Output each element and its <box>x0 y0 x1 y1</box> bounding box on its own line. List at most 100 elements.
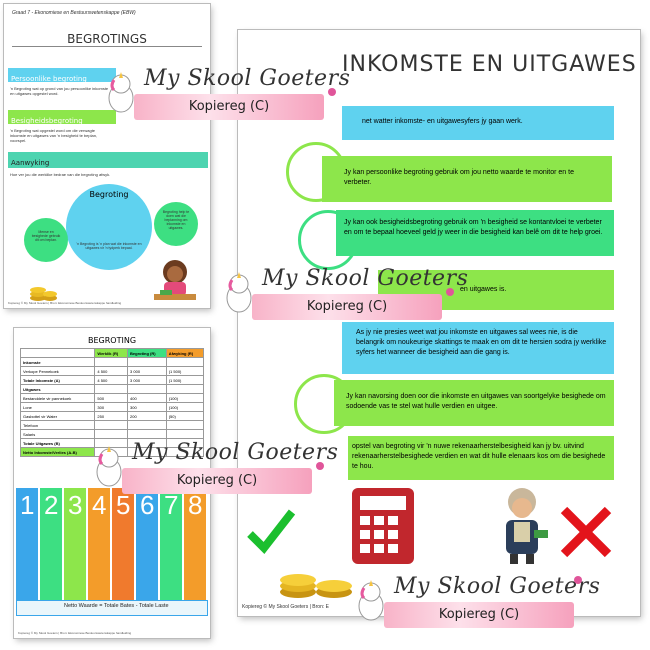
table-cell: Telefoon <box>19 420 96 430</box>
banner-title: My Skool Goeters <box>144 66 351 91</box>
table-header: Afwyking (R) <box>165 348 205 358</box>
page2-footer: Kopiereg © My Skool Goeters | Bron: E <box>242 604 329 610</box>
flower-icon <box>316 462 324 470</box>
section-text: 'n Begroting wat op grond van jou persoo… <box>10 86 109 96</box>
table-header <box>19 348 96 358</box>
banner-title: My Skool Goeters <box>262 266 469 291</box>
number-strips: 1 2 3 4 5 6 7 8 Netto Waarde = Totale Ba… <box>14 488 210 622</box>
table-cell: Verkope Pennekoek <box>19 366 96 376</box>
table-cell: 4 500 <box>94 375 129 385</box>
strip-number: 8 <box>188 490 203 520</box>
strip-bottom-text: Netto Waarde = Totale Bates - Totale Las… <box>64 603 169 609</box>
left-bubble-text: Mense en besighede gebruik dit om beplan… <box>31 230 61 242</box>
banner-ribbon-text: Kopiereg (C) <box>188 99 270 114</box>
table-cell: Totale Inkomste (A) <box>19 375 96 385</box>
section-heading: Aanwyking <box>11 159 50 167</box>
table-cell: 250 <box>94 411 129 421</box>
worksheet-begrotings: Graad 7 - Ekonomiese en Bestuurswetenska… <box>4 4 210 308</box>
title-rule <box>12 46 202 47</box>
left-bubble <box>24 218 68 262</box>
table-cell: 4 500 <box>94 366 129 376</box>
strip-number: 4 <box>92 490 107 520</box>
old-lady-icon <box>506 488 548 564</box>
table-row: Telefoon <box>19 420 205 430</box>
strip <box>184 488 206 608</box>
section-text: Hoe ver jou die werklike bedrae van die … <box>10 172 111 177</box>
section-heading: Besigheidsbegroting <box>11 117 83 125</box>
strip <box>160 488 182 608</box>
checkmark-icon <box>247 509 296 555</box>
flow-text: Jy kan persoonlike begroting gebruik om … <box>344 169 574 186</box>
table-cell: (1 500) <box>165 375 205 385</box>
table-cell: Bestanddele vir pannekoek <box>19 393 96 403</box>
table-cell: Totale Uitgawes (B) <box>19 438 96 448</box>
unicorn-icon <box>96 446 122 487</box>
table-cell: Uitgawes <box>19 384 96 394</box>
copyright-banner: My Skool Goeters Kopiereg (C) <box>222 262 468 332</box>
flow-text: Jy kan ook besigheidsbegroting gebruik o… <box>344 219 603 236</box>
strip-number: 5 <box>116 490 131 520</box>
flow-row: Jy kan ook besigheidsbegroting gebruik o… <box>336 210 614 256</box>
strip-number: 3 <box>68 490 83 520</box>
table-cell <box>165 447 205 457</box>
unicorn-icon <box>108 72 134 113</box>
strip-bottom-bar <box>16 600 208 616</box>
center-title: Begroting <box>89 190 129 199</box>
table-cell <box>127 357 167 367</box>
banner-ribbon: Kopiereg (C) <box>252 294 442 320</box>
flow-row: Jy kan persoonlike begroting gebruik om … <box>322 156 612 202</box>
unicorn-icon <box>358 580 384 621</box>
table-cell <box>127 384 167 394</box>
table-cell: (50) <box>165 411 205 421</box>
table-cell: Salaris <box>19 429 96 439</box>
strip-number: 7 <box>164 490 179 520</box>
table-cell: (100) <box>165 402 205 412</box>
section-persoonlike: Persoonlike begroting <box>8 68 116 83</box>
table-cell: Netto Inkomste/Verlies (A-B) <box>19 447 96 457</box>
banner-ribbon-text: Kopiereg (C) <box>306 299 388 314</box>
copyright-banner: My Skool Goeters Kopiereg (C) <box>354 570 600 640</box>
table-cell: (1 500) <box>165 366 205 376</box>
table-cell: 200 <box>127 411 167 421</box>
unicorn-icon <box>226 272 252 313</box>
table-cell: 400 <box>127 393 167 403</box>
calculator-icon <box>352 488 414 564</box>
center-text: 'n Begroting is 'n plan wat die inkomste… <box>76 242 142 250</box>
strip <box>64 488 86 608</box>
worksheet-inkomste-uitgawes: INKOMSTE EN UITGAWES net watter inkomste… <box>238 30 640 616</box>
table-cell <box>127 420 167 430</box>
flow-row: opstel van begroting vir 'n nuwe rekenaa… <box>348 436 614 480</box>
strip <box>88 488 110 608</box>
banner-ribbon: Kopiereg (C) <box>134 94 324 120</box>
table-cell <box>165 420 205 430</box>
table-cell: (100) <box>165 393 205 403</box>
center-bubble <box>66 184 152 270</box>
section-afwyking: Aanwyking <box>8 152 208 168</box>
girl-counting-money-icon <box>154 260 196 300</box>
right-bubble-text: Begroting help te doen wat die beplannin… <box>162 210 190 230</box>
flow-text: en uitgawes is. <box>460 286 507 293</box>
section-text: 'n Begroting wat opgestel word om die ve… <box>10 128 98 143</box>
table-cell: 300 <box>127 402 167 412</box>
table-cell: Gasbottel vir Water <box>19 411 96 421</box>
banner-title: My Skool Goeters <box>394 574 601 599</box>
strip-number: 2 <box>44 490 59 520</box>
page3-title: BEGROTING <box>87 336 137 345</box>
banner-ribbon-text: Kopiereg (C) <box>176 473 258 488</box>
strip-number: 1 <box>20 490 35 520</box>
flow-text: opstel van begroting vir 'n nuwe rekenaa… <box>352 443 606 470</box>
banner-ribbon-text: Kopiereg (C) <box>438 607 520 622</box>
table-cell <box>94 420 129 430</box>
table-cell: 500 <box>94 393 129 403</box>
page1-footer: Kopiereg © My Skool Goeters | Bron: Ekon… <box>8 301 122 305</box>
copyright-banner: My Skool Goeters Kopiereg (C) <box>92 436 338 506</box>
flow-row: Jy kan navorsing doen oor die inkomste e… <box>334 380 614 426</box>
table-header: Werklik (R) <box>94 348 129 358</box>
flow-text: Jy kan navorsing doen oor die inkomste e… <box>346 393 606 410</box>
table-cell <box>165 357 205 367</box>
